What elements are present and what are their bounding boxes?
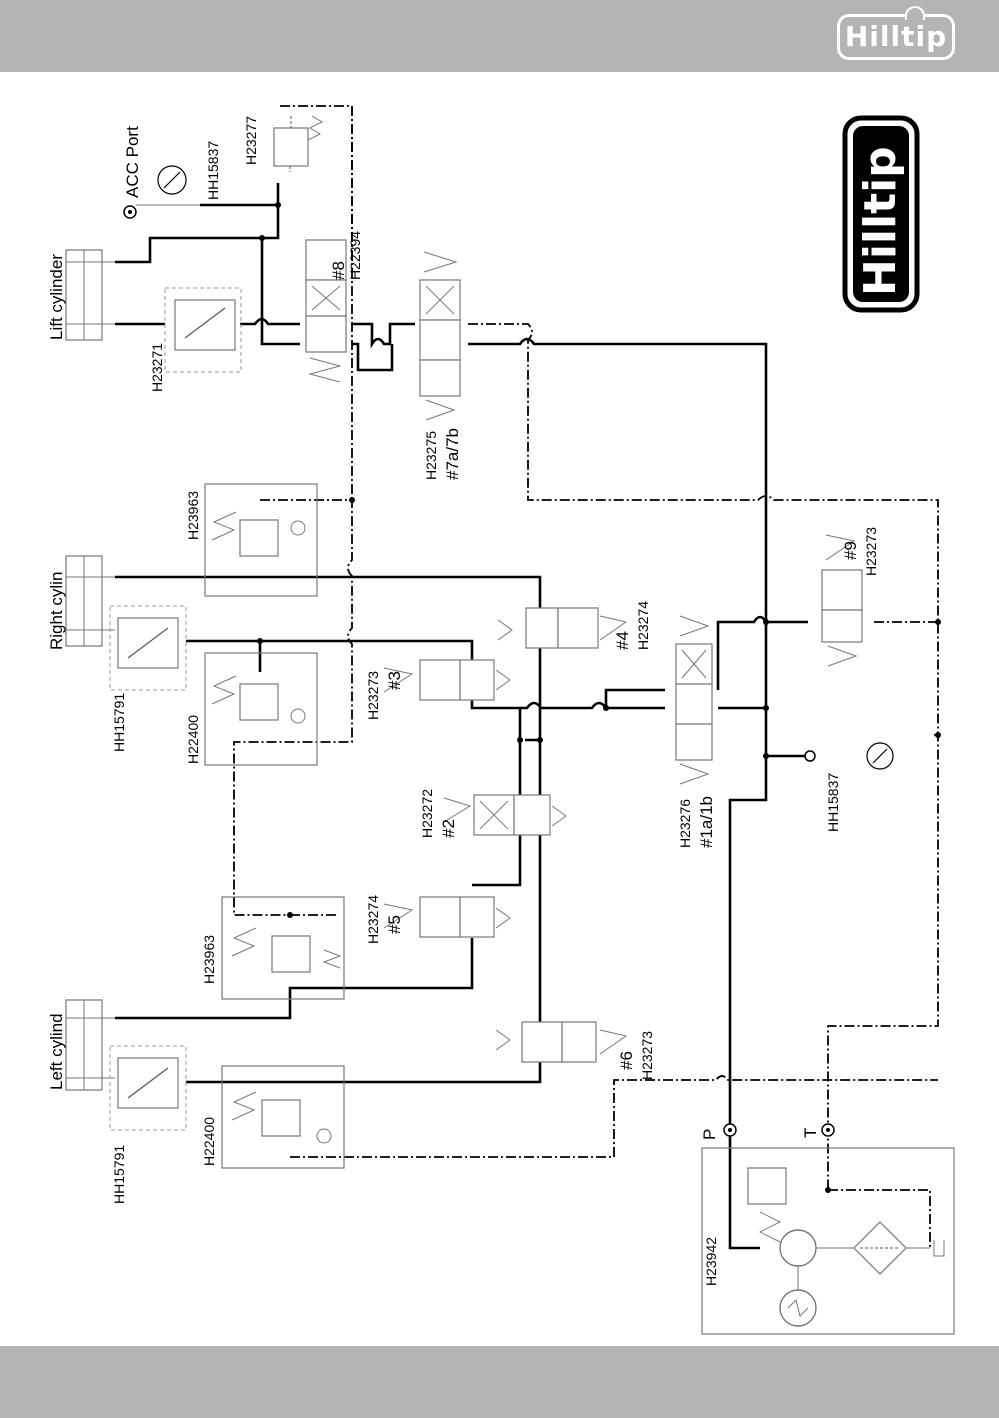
acc-port-label: ACC Port	[123, 126, 142, 198]
n7a7b-label: #7a/7b	[443, 428, 462, 480]
h23963-b-label: H23963	[201, 935, 217, 984]
valve-h23273-6: #6 H23273	[496, 1022, 655, 1080]
footer-bar	[0, 1346, 999, 1418]
h23277-label: H23277	[243, 116, 259, 165]
left-cylinder: Left cylind	[47, 1000, 115, 1090]
hydraulic-schematic: Hilltip	[0, 72, 999, 1346]
power-unit-h23942: P T H23942	[700, 1124, 954, 1334]
pump-icon	[780, 1230, 816, 1266]
h22400-b-label: H22400	[201, 1117, 217, 1166]
h23963-a-label: H23963	[185, 491, 201, 540]
n9-label: #9	[841, 541, 860, 560]
hh15837-top-label: HH15837	[205, 141, 221, 200]
gauge-hh15837-lower: HH15837	[805, 743, 893, 832]
right-cylinder: Right cylin	[47, 556, 115, 650]
h23275-label: H23275	[423, 431, 439, 480]
hilltip-logo: Hilltip	[845, 118, 917, 310]
junction-dots	[257, 202, 941, 1193]
left-cylinder-label: Left cylind	[47, 1013, 66, 1090]
h23274-b-label: H23274	[365, 895, 381, 944]
h22400-a-label: H22400	[185, 715, 201, 764]
n5-label: #5	[385, 915, 404, 934]
port-p-label: P	[700, 1129, 719, 1140]
valve-block-h22400-upper: H22400	[185, 653, 317, 765]
right-cylinder-label: Right cylin	[47, 572, 66, 650]
valve-h22394: #8 H22394	[306, 231, 363, 382]
flow-control-hh15791-upper: HH15791	[110, 606, 186, 752]
n8-label: #8	[329, 261, 348, 280]
valve-h23275: H23275 #7a/7b	[420, 252, 462, 480]
port-t-label: T	[801, 1128, 820, 1138]
h23942-label: H23942	[703, 1237, 719, 1286]
flow-control-hh15791-lower: HH15791	[110, 1046, 186, 1204]
valve-h23274-upper: #4 H23274	[498, 601, 651, 650]
lift-cylinder-label: Lift cylinder	[47, 254, 66, 340]
relief-valve-h23277: H23277	[243, 116, 322, 172]
h23273-c-label: H23273	[639, 1031, 655, 1080]
h23274-a-label: H23274	[635, 601, 651, 650]
h22394-label: H22394	[347, 231, 363, 280]
h23271-label: H23271	[149, 343, 165, 392]
n3-label: #3	[385, 671, 404, 690]
h23276-label: H23276	[677, 799, 693, 848]
valve-h23273-3: H23273 #3	[365, 660, 510, 720]
h23272-label: H23272	[419, 789, 435, 838]
valve-h23274-lower: H23274 #5	[365, 895, 510, 944]
valve-h23272: H23272 #2	[419, 789, 566, 838]
n2-label: #2	[439, 819, 458, 838]
lift-cylinder: Lift cylinder	[47, 250, 115, 340]
brand-badge-icon	[905, 6, 925, 20]
valve-block-h23963-lower: H23963	[201, 897, 344, 999]
n1a1b-label: #1a/1b	[697, 796, 716, 848]
brand-badge: Hilltip	[837, 14, 955, 60]
valve-h23273-9: #9 H23273	[822, 527, 879, 666]
h23273-b-label: H23273	[863, 527, 879, 576]
valve-h23276: H23276 #1a/1b	[676, 616, 716, 848]
hh15837-bot-label: HH15837	[825, 773, 841, 832]
hh15791-b-label: HH15791	[111, 1145, 127, 1204]
logo-text: Hilltip	[855, 146, 906, 296]
hh15791-a-label: HH15791	[111, 693, 127, 752]
h23273-a-label: H23273	[365, 671, 381, 720]
n4-label: #4	[613, 631, 632, 650]
flow-control-h23271: H23271	[149, 288, 241, 392]
header-bar: Hilltip	[0, 0, 999, 72]
n6-label: #6	[617, 1051, 636, 1070]
